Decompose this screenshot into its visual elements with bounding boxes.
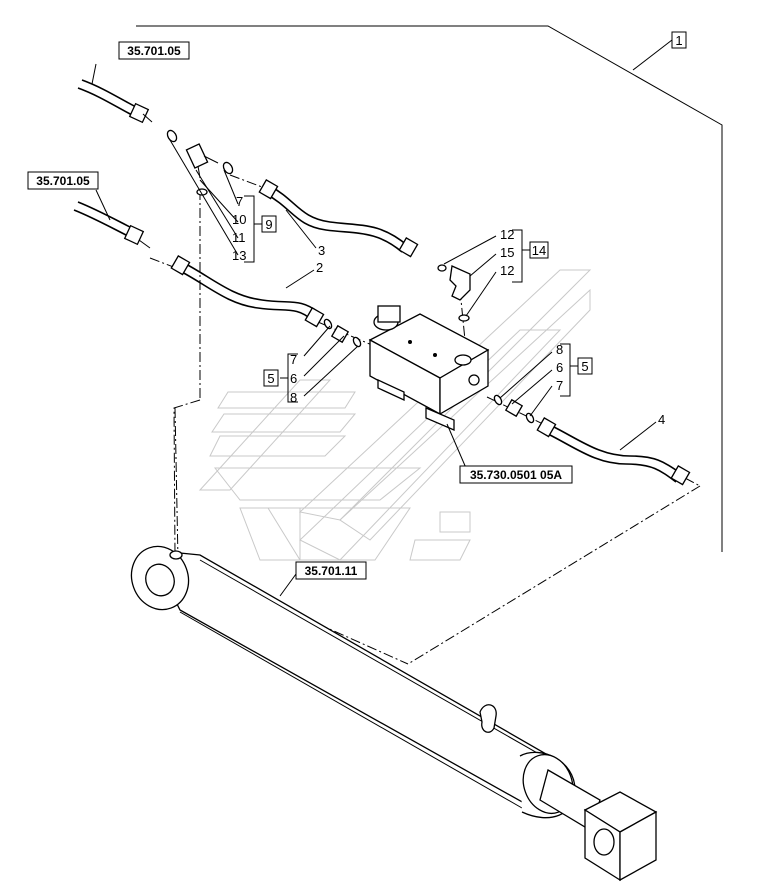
callout-13: 13 (232, 248, 246, 263)
callout-3: 3 (318, 243, 325, 258)
ref-hose-upper[interactable]: 35.701.05 (118, 41, 190, 60)
valve-block (368, 305, 490, 469)
ref-valve-text: 35.730.0501 05A (470, 468, 562, 482)
callout-8a: 8 (290, 390, 297, 405)
assembly-outline-1 (136, 25, 723, 552)
callout-11: 11 (232, 230, 246, 245)
group-label-5-right[interactable]: 5 (577, 357, 593, 375)
lower-hose (73, 189, 151, 249)
group-label-5-left-text: 5 (267, 371, 274, 386)
elbow-fitting (437, 264, 471, 322)
callout-12a: 12 (500, 227, 514, 242)
callout-7a: 7 (236, 194, 243, 209)
tube-2 (170, 255, 325, 328)
group-label-14-text: 14 (532, 243, 546, 258)
callout-10: 10 (232, 212, 246, 227)
ref-cylinder[interactable]: 35.701.11 (295, 561, 367, 580)
valve-left-fittings (323, 318, 362, 348)
group-label-9[interactable]: 9 (261, 215, 277, 233)
callout-6a: 6 (290, 371, 297, 386)
ref-hose-lower-text: 35.701.05 (36, 174, 90, 188)
tee-fitting (166, 129, 234, 196)
ref-valve[interactable]: 35.730.0501 05A (459, 465, 573, 484)
callout-6b: 6 (556, 360, 563, 375)
callout-12b: 12 (500, 263, 514, 278)
ref-hose-upper-text: 35.701.05 (127, 44, 181, 58)
callout-7b: 7 (290, 352, 297, 367)
group-label-14[interactable]: 14 (529, 241, 549, 259)
ref-cylinder-text: 35.701.11 (305, 564, 358, 578)
callout-2: 2 (316, 260, 323, 275)
group-label-9-text: 9 (265, 217, 272, 232)
group-label-1-text: 1 (675, 33, 682, 48)
group-label-5-right-text: 5 (581, 359, 588, 374)
tube-4 (536, 417, 691, 486)
hydraulic-cylinder (130, 545, 658, 882)
upper-hose (77, 63, 153, 124)
group-label-5-left[interactable]: 5 (263, 369, 279, 387)
tube-3 (258, 179, 419, 258)
callout-7c: 7 (556, 378, 563, 393)
group-label-1[interactable]: 1 (671, 31, 687, 49)
callout-15: 15 (500, 245, 514, 260)
leader-lines (169, 139, 657, 597)
callout-8b: 8 (556, 342, 563, 357)
valve-right-fittings (493, 394, 535, 424)
callout-numbers: 7 10 11 13 3 2 12 15 12 7 6 8 8 6 7 4 (232, 194, 665, 427)
ref-hose-lower[interactable]: 35.701.05 (27, 171, 99, 190)
callout-4: 4 (658, 412, 665, 427)
